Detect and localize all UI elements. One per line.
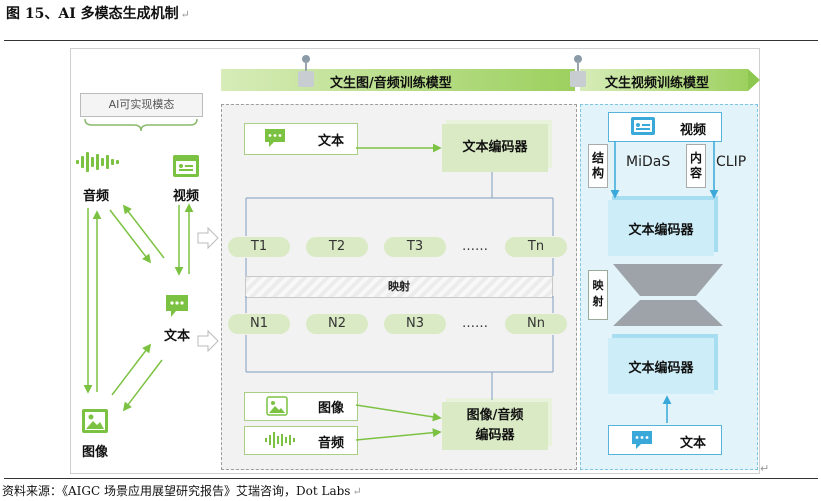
pin-left-box: [298, 71, 314, 87]
modality-video-label: 视频: [172, 189, 199, 204]
right-mapping-label: 映射: [592, 279, 604, 308]
token-n3: N3: [384, 314, 446, 334]
left-text-encoder: 文本编码器: [442, 124, 548, 172]
left-text-input-box: [244, 123, 358, 155]
left-text-input-label: 文本: [318, 134, 345, 149]
figure-title: 图 15、AI 多模态生成机制↵: [6, 6, 190, 22]
left-mapping-bar: 映射: [245, 276, 553, 298]
token-n2: N2: [306, 314, 368, 334]
image-picture-icon: [82, 409, 108, 433]
content-box: 内容: [686, 144, 706, 188]
left-text-chat-icon: [265, 129, 285, 147]
right-text-encoder-top: 文本编码器: [608, 200, 714, 256]
token-tn: Tn: [505, 237, 567, 257]
audio-input-icon: [265, 432, 295, 448]
token-n-ellipsis: ……: [462, 316, 488, 331]
modality-image-label: 图像: [81, 445, 108, 460]
bottom-rule: [4, 478, 818, 479]
right-header-label: 文生视频训练模型: [605, 76, 710, 91]
figure-source: 资料来源：《AIGC 场景应用展望研究报告》艾瑞咨询，Dot Labs↵: [2, 484, 362, 498]
audio-wave-icon: [76, 152, 119, 172]
midas-label: MiDaS: [626, 154, 671, 170]
audio-input-label: 音频: [318, 436, 345, 451]
content-label: 内容: [690, 151, 703, 180]
left-header-label: 文生图/音频训练模型: [330, 76, 452, 91]
video-input-icon: [631, 117, 655, 135]
pin-left-stem: [305, 61, 307, 71]
token-t-ellipsis: ……: [462, 239, 488, 254]
pin-right-box: [570, 71, 586, 87]
modality-brace: [84, 118, 198, 132]
right-header-bar: [580, 69, 748, 91]
modality-text-label: 文本: [163, 329, 190, 344]
modality-audio-label: 音频: [82, 189, 109, 204]
image-input-label: 图像: [318, 401, 345, 416]
pin-left-head: [302, 55, 310, 63]
image-input-icon: [266, 396, 288, 416]
pin-right-head: [574, 55, 582, 63]
frame-return-mark: ↵: [760, 462, 770, 475]
modality-group-label: AI可实现模态: [80, 93, 203, 117]
token-nn: Nn: [505, 314, 567, 334]
text-chat-icon: [166, 295, 188, 317]
audio-input-box: [244, 426, 358, 455]
right-text-chat-icon: [632, 431, 652, 449]
structure-label: 结构: [592, 151, 605, 180]
clip-label: CLIP: [716, 154, 747, 170]
video-input-label: 视频: [680, 123, 707, 138]
token-n1: N1: [228, 314, 290, 334]
video-player-icon: [173, 155, 199, 177]
right-text-input-label: 文本: [680, 436, 707, 451]
pin-right-stem: [577, 61, 579, 71]
token-t2: T2: [306, 237, 368, 257]
structure-box: 结构: [588, 144, 608, 188]
top-rule: [4, 40, 818, 41]
token-t1: T1: [228, 237, 290, 257]
right-text-encoder-bottom: 文本编码器: [608, 338, 714, 394]
token-t3: T3: [384, 237, 446, 257]
image-input-box: [244, 392, 358, 421]
right-mapping-box: 映射: [588, 270, 608, 320]
image-audio-encoder: 图像/音频 编码器: [442, 402, 548, 450]
video-input-box: [608, 112, 722, 142]
right-text-input-box: [608, 425, 722, 455]
